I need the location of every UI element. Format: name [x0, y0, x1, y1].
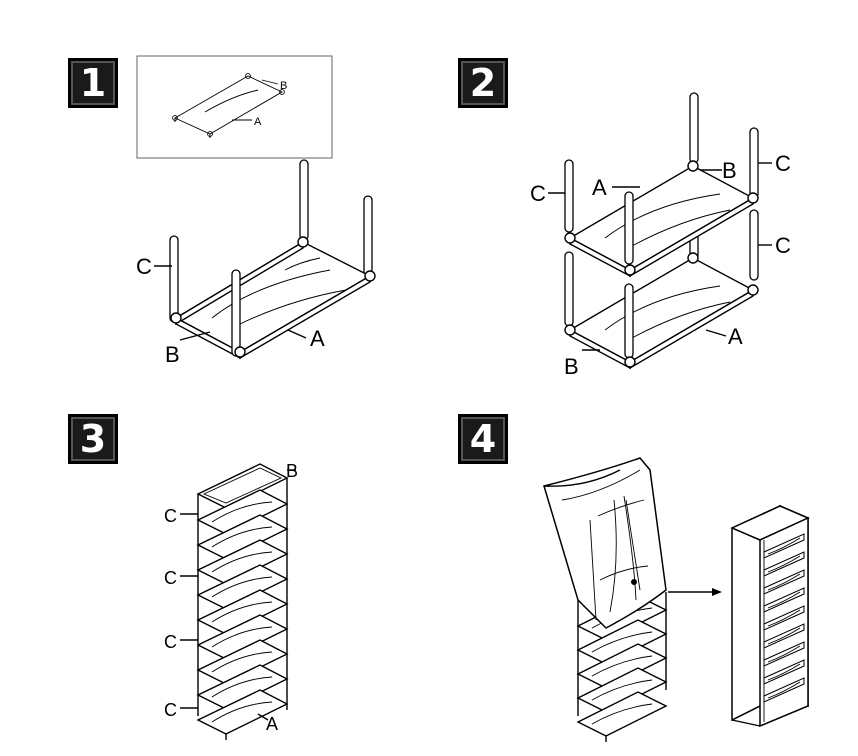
label-b: B [165, 342, 180, 367]
tower-shelf [196, 539, 289, 585]
post-back-left [299, 159, 309, 241]
step-2-frame: C A B C C A B [530, 92, 791, 379]
rack-shelf [576, 619, 668, 665]
post-front-right [231, 269, 241, 357]
step-3-badge: 3 [68, 414, 118, 464]
rack-shelf [576, 667, 668, 713]
label-a-top: A [592, 175, 607, 200]
label-c-left: C [530, 181, 546, 206]
step-4-cover [543, 457, 722, 742]
label-b-bottom: B [564, 354, 579, 379]
step-4-badge: 4 [458, 414, 508, 464]
step-2-badge: 2 [458, 58, 508, 108]
tower-shelf [196, 664, 289, 710]
rack-shelf [576, 691, 668, 737]
arrow-icon [712, 588, 722, 596]
tower-shelf [196, 689, 289, 735]
label-a-bottom: A [728, 324, 743, 349]
label-a: A [310, 326, 325, 351]
fabric-cover [543, 457, 667, 629]
tower-shelf [196, 639, 289, 685]
tower-shelf [196, 514, 289, 560]
tower-shelf [196, 564, 289, 610]
step-1-badge: 1 [68, 58, 118, 108]
label-c-top-right: C [775, 151, 791, 176]
label-c-mid-right: C [775, 233, 791, 258]
step-4-finished-unit [730, 504, 810, 728]
label-c-3: C [164, 632, 177, 652]
label-c-4: C [164, 700, 177, 720]
label-c-1: C [164, 506, 177, 526]
label-b: B [286, 461, 298, 481]
post-front-left [169, 235, 179, 323]
tower-shelf [196, 589, 289, 635]
label-c: C [136, 254, 152, 279]
label-b-top: B [722, 158, 737, 183]
inset-label-b: B [280, 80, 287, 92]
label-a: A [266, 714, 278, 734]
rack-shelf [576, 643, 668, 689]
tower-shelf [196, 489, 289, 535]
label-c-2: C [164, 568, 177, 588]
step-3-tower: B C C C C A [164, 461, 298, 740]
inset-label-a: A [254, 116, 262, 128]
step-1-inset: B A [136, 55, 333, 159]
step-1-frame: C B A [136, 159, 376, 367]
tower-shelf [196, 614, 289, 660]
post-back-right [363, 195, 373, 277]
